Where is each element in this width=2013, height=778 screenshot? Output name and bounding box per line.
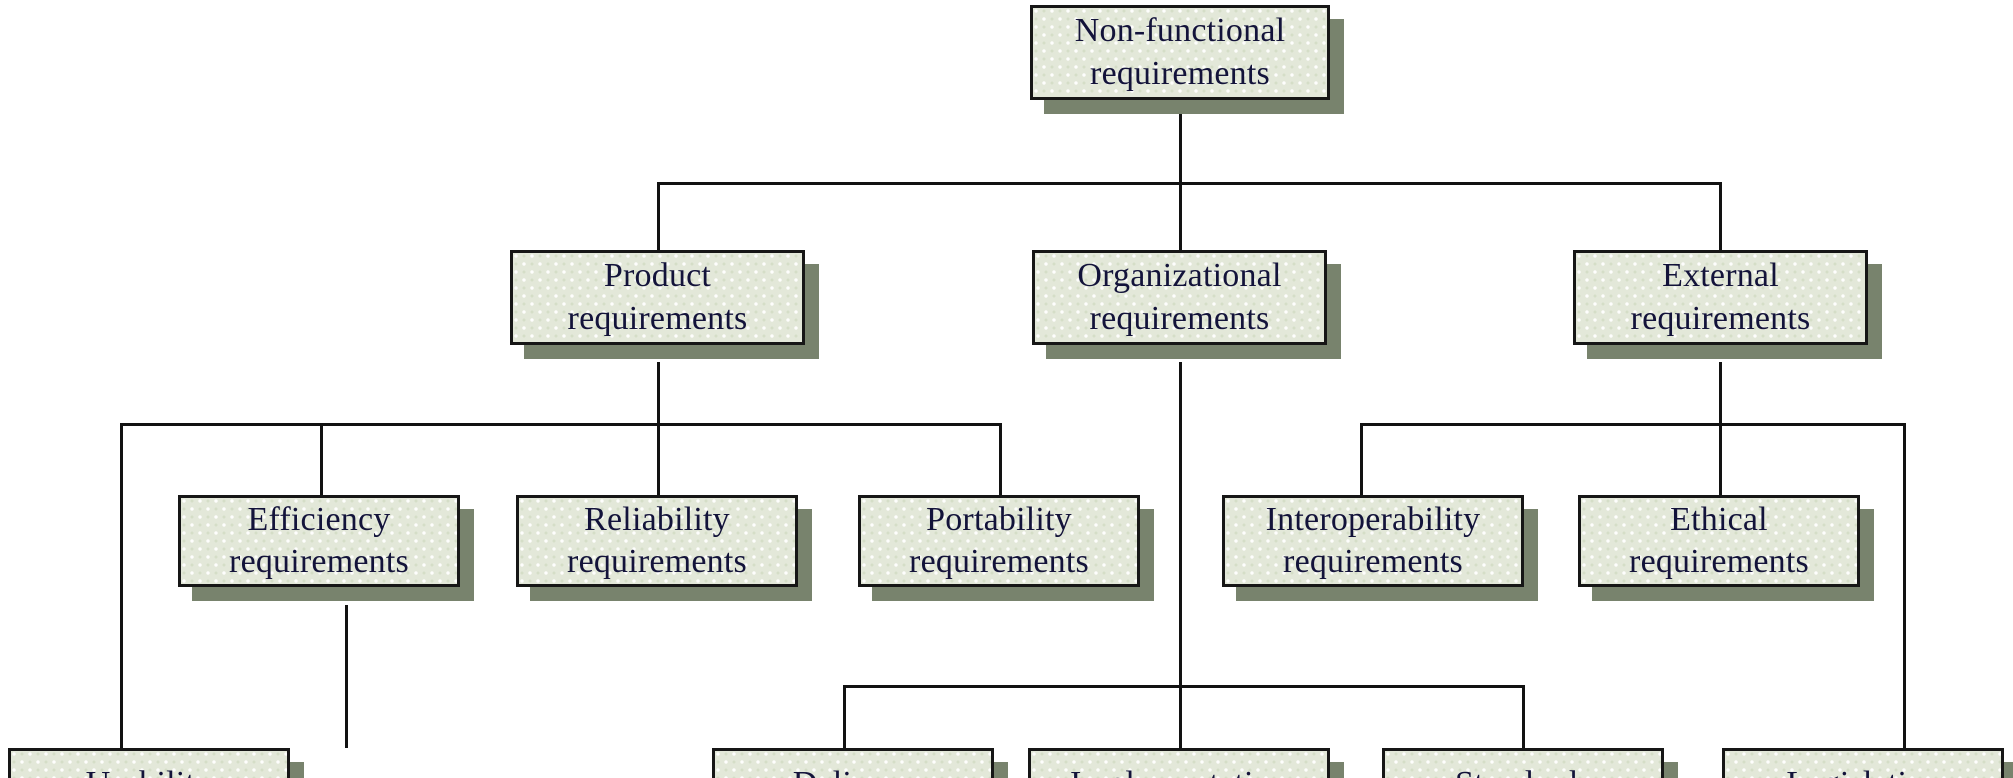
node-label-line1: Product: [603, 257, 712, 294]
node-label-line1: Efficiency: [247, 500, 391, 538]
node-delivery-requirements[interactable]: Delivery: [712, 748, 1008, 778]
node-external-requirements[interactable]: External requirements: [1573, 250, 1882, 359]
node-label-line2: requirements: [1630, 299, 1811, 337]
node-face: Usability: [8, 748, 290, 778]
node-label-line1: Standards: [1385, 763, 1661, 778]
connector-product-bus: [120, 423, 1002, 426]
node-face: Implementation: [1028, 748, 1330, 778]
node-label-line2: requirements: [567, 543, 747, 580]
node-label-line1: Organizational: [1077, 257, 1282, 294]
connector-drop-delivery: [843, 685, 846, 748]
node-face: Efficiency requirements: [178, 495, 460, 587]
node-label-line2: requirements: [229, 543, 409, 580]
node-label-line1: Reliability: [584, 500, 730, 538]
node-usability-requirements[interactable]: Usability: [8, 748, 304, 778]
node-face: External requirements: [1573, 250, 1868, 345]
node-label-line1: Delivery: [715, 763, 991, 778]
node-non-functional-requirements[interactable]: Non-functional requirements: [1030, 5, 1344, 114]
node-label-line2: requirements: [1089, 299, 1270, 337]
node-face: Reliability requirements: [516, 495, 798, 587]
node-label-line1: Implementation: [1031, 763, 1327, 778]
connector-product-stem: [657, 362, 660, 425]
connector-drop-efficiency: [320, 423, 323, 495]
node-implementation-requirements[interactable]: Implementation: [1028, 748, 1344, 778]
node-face: Ethical requirements: [1578, 495, 1860, 587]
node-label-line2: requirements: [1283, 543, 1463, 580]
connector-level1-bus: [657, 182, 1722, 185]
connector-drop-external: [1719, 182, 1722, 252]
node-organizational-requirements[interactable]: Organizational requirements: [1032, 250, 1341, 359]
node-face: Product requirements: [510, 250, 805, 345]
connector-drop-usability: [120, 423, 123, 748]
node-face: Organizational requirements: [1032, 250, 1327, 345]
node-label-line1: Usability: [11, 763, 287, 778]
connector-external-bus: [1360, 423, 1906, 426]
node-label-line2: requirements: [567, 299, 748, 337]
connector-drop-standards: [1522, 685, 1525, 748]
node-product-requirements[interactable]: Product requirements: [510, 250, 819, 359]
connector-drop-reliability: [657, 423, 660, 495]
node-label-line2: requirements: [909, 543, 1089, 580]
node-label-line2: requirements: [1090, 54, 1270, 92]
node-label-line1: External: [1662, 257, 1779, 294]
node-interoperability-requirements[interactable]: Interoperability requirements: [1222, 495, 1538, 601]
node-label-line1: Legislative: [1725, 763, 2001, 778]
connector-drop-legislative: [1903, 423, 1906, 748]
connector-drop-product: [657, 182, 660, 252]
node-reliability-requirements[interactable]: Reliability requirements: [516, 495, 812, 601]
connector-efficiency-stem: [345, 605, 348, 748]
node-portability-requirements[interactable]: Portability requirements: [858, 495, 1154, 601]
connector-root-stem: [1179, 98, 1182, 184]
node-label-line1: Non-functional: [1074, 12, 1286, 49]
connector-organizational-bus: [843, 685, 1525, 688]
node-ethical-requirements[interactable]: Ethical requirements: [1578, 495, 1874, 601]
connector-external-stem: [1719, 362, 1722, 425]
connector-organizational-stem: [1179, 362, 1182, 748]
node-label-line1: Ethical: [1670, 500, 1768, 538]
connector-drop-ethical: [1719, 423, 1722, 495]
connector-drop-organizational: [1179, 182, 1182, 252]
node-label-line2: requirements: [1629, 543, 1809, 580]
node-face: Non-functional requirements: [1030, 5, 1330, 100]
node-label-line1: Interoperability: [1265, 500, 1481, 538]
node-face: Delivery: [712, 748, 994, 778]
node-face: Standards: [1382, 748, 1664, 778]
connector-drop-portability: [999, 423, 1002, 495]
node-face: Legislative: [1722, 748, 2004, 778]
node-face: Interoperability requirements: [1222, 495, 1524, 587]
node-face: Portability requirements: [858, 495, 1140, 587]
connector-drop-interoperability: [1360, 423, 1363, 495]
node-label-line1: Portability: [926, 500, 1072, 538]
node-legislative-requirements[interactable]: Legislative: [1722, 748, 2013, 778]
node-standards-requirements[interactable]: Standards: [1382, 748, 1678, 778]
node-efficiency-requirements[interactable]: Efficiency requirements: [178, 495, 474, 601]
